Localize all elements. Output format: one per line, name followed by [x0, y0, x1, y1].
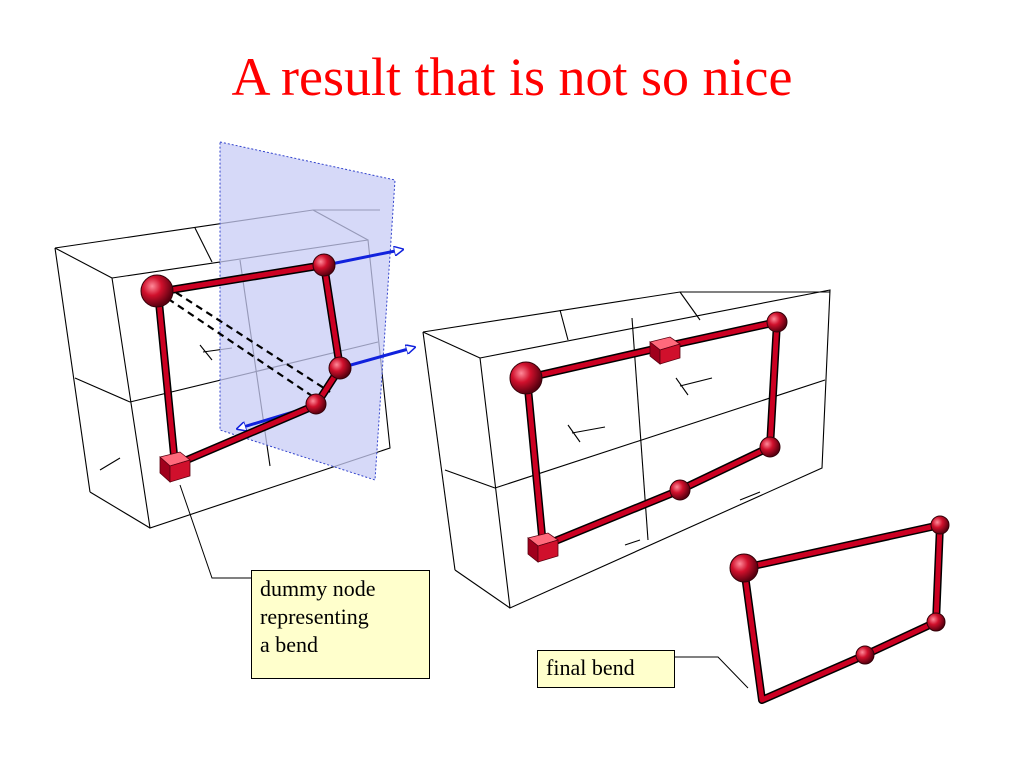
leader-line-dummy: [179, 484, 251, 579]
callout-final-bend: final bend: [537, 650, 675, 688]
dummy-node-cube: [159, 451, 191, 483]
leader-line-final: [675, 656, 749, 689]
right-route: [509, 311, 788, 563]
callout-line-1: dummy node: [260, 576, 376, 601]
node: [855, 645, 875, 665]
node: [312, 253, 336, 277]
dashed-guides: [157, 285, 331, 401]
node: [305, 393, 327, 415]
callout-line-3: a bend: [260, 632, 319, 657]
slide-title: A result that is not so nice: [231, 47, 793, 107]
node: [328, 356, 352, 380]
dummy-node-cube: [527, 532, 559, 563]
node: [759, 436, 781, 458]
node: [926, 612, 946, 632]
callout-line-2: representing: [260, 604, 369, 629]
callout-dummy-node: dummy node representing a bend: [251, 570, 430, 679]
left-route: [140, 253, 352, 483]
final-bend-route: [729, 515, 950, 704]
cutting-plane: [219, 141, 396, 481]
arrow-right: [339, 348, 412, 370]
node-large: [140, 274, 174, 308]
dummy-node-cube: [649, 336, 681, 365]
node: [669, 479, 691, 501]
node: [930, 515, 950, 535]
arrow-up-right: [325, 250, 400, 267]
node: [766, 311, 788, 333]
node-large: [509, 361, 543, 395]
node-large: [729, 553, 759, 583]
